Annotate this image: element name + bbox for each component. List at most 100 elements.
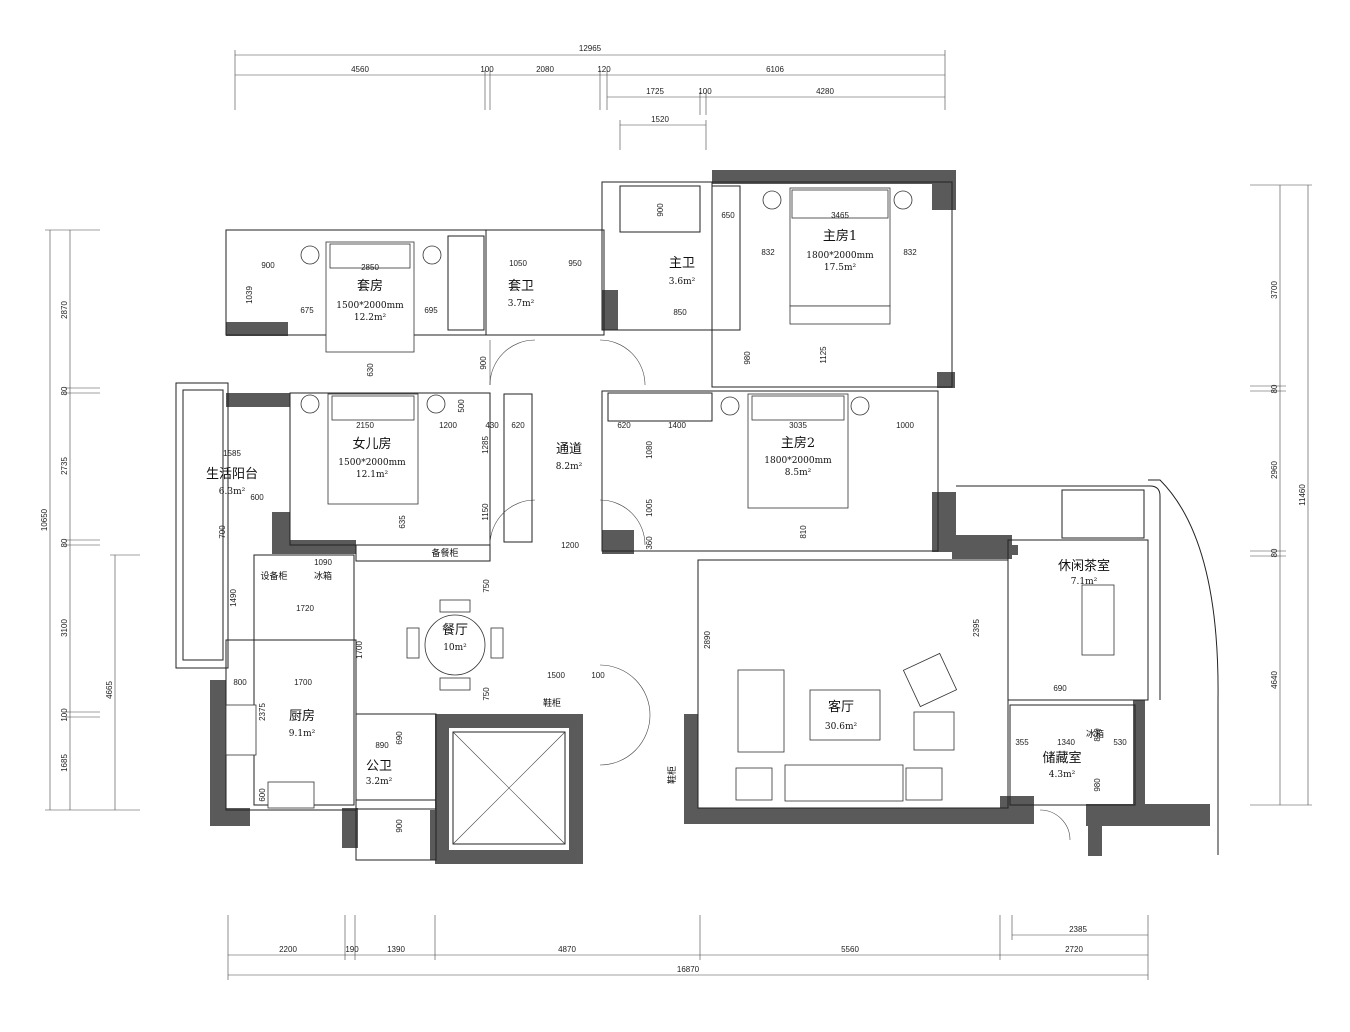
room-master1-name: 主房1 bbox=[823, 228, 857, 244]
dim-top-f: 1725 bbox=[646, 87, 664, 96]
inner-dim: 635 bbox=[398, 515, 407, 529]
room-dining-area: 10m² bbox=[443, 643, 467, 653]
dim-left-e: 3100 bbox=[60, 619, 69, 637]
label-hall-cabinet: 鞋柜 bbox=[666, 766, 678, 784]
inner-dim: 900 bbox=[479, 356, 488, 370]
inner-dim: 1090 bbox=[314, 558, 332, 567]
dim-bottom-g: 2385 bbox=[1069, 925, 1087, 934]
left-dimensions: 10650 2870 80 2735 80 3100 4665 100 1685 bbox=[40, 229, 140, 811]
room-storage-name: 储藏室 bbox=[1042, 750, 1081, 766]
label-fridge-2: 冰箱 bbox=[1086, 728, 1104, 740]
dim-bottom-e: 5560 bbox=[841, 945, 859, 954]
inner-dim: 950 bbox=[568, 259, 582, 268]
room-suite-area: 12.2m² bbox=[354, 313, 387, 323]
dim-bottom-d: 4870 bbox=[558, 945, 576, 954]
dim-right-b: 80 bbox=[1270, 384, 1279, 393]
inner-dim: 1125 bbox=[819, 346, 828, 364]
inner-dim: 700 bbox=[218, 525, 227, 539]
room-labels: 套房 1500*2000mm 12.2m² 套卫 3.7m² 主卫 3.6m² … bbox=[206, 228, 1110, 787]
inner-dim: 530 bbox=[1113, 738, 1127, 747]
furniture bbox=[225, 185, 1115, 845]
inner-dim: 980 bbox=[1093, 778, 1102, 792]
inner-dim: 600 bbox=[250, 493, 264, 502]
inner-dim: 1005 bbox=[645, 499, 654, 517]
inner-dim: 675 bbox=[300, 306, 314, 315]
inner-dim: 2395 bbox=[972, 619, 981, 637]
inner-dim: 1200 bbox=[561, 541, 579, 550]
inner-dim: 1490 bbox=[229, 589, 238, 607]
label-sideboard: 备餐柜 bbox=[431, 547, 458, 559]
room-public-bath-area: 3.2m² bbox=[366, 777, 393, 787]
dim-bottom-total: 16870 bbox=[677, 965, 700, 974]
inner-dim: 1500 bbox=[547, 671, 565, 680]
dim-left-c: 2735 bbox=[60, 457, 69, 475]
room-corridor-name: 通道 bbox=[556, 442, 582, 457]
room-balcony-name: 生活阳台 bbox=[206, 467, 258, 482]
room-tea-area: 7.1m² bbox=[1071, 577, 1098, 587]
inner-dim: 1200 bbox=[439, 421, 457, 430]
inner-dim: 850 bbox=[1093, 728, 1102, 742]
room-suite-bath-name: 套卫 bbox=[508, 278, 534, 294]
doors bbox=[489, 339, 1071, 841]
room-master1-area: 17.5m² bbox=[824, 263, 857, 273]
room-master-bath-area: 3.6m² bbox=[669, 277, 696, 287]
room-storage-area: 4.3m² bbox=[1049, 770, 1076, 780]
inner-dim: 360 bbox=[645, 536, 654, 550]
inner-dim: 3465 bbox=[831, 211, 849, 220]
room-balcony-area: 6.3m² bbox=[219, 487, 246, 497]
inner-dim: 900 bbox=[395, 819, 404, 833]
inner-dim: 1585 bbox=[223, 449, 241, 458]
dim-left-f: 4665 bbox=[105, 681, 114, 699]
inner-dim: 1039 bbox=[245, 286, 254, 304]
dim-left-a: 2870 bbox=[60, 301, 69, 319]
room-master2-area: 8.5m² bbox=[785, 468, 812, 478]
dim-bottom-c: 1390 bbox=[387, 945, 405, 954]
room-suite-name: 套房 bbox=[357, 278, 383, 294]
dim-left-b: 80 bbox=[60, 386, 69, 395]
inner-dim: 695 bbox=[424, 306, 438, 315]
dim-left-d: 80 bbox=[60, 538, 69, 547]
room-kitchen-name: 厨房 bbox=[289, 708, 315, 724]
bottom-dimensions: 2200 190 1390 4870 5560 2720 2385 16870 bbox=[227, 915, 1149, 980]
inner-dim: 750 bbox=[482, 579, 491, 593]
room-public-bath-name: 公卫 bbox=[366, 759, 392, 774]
room-corridor-area: 8.2m² bbox=[556, 462, 583, 472]
inner-dim: 630 bbox=[366, 363, 375, 377]
room-living-name: 客厅 bbox=[828, 699, 854, 715]
room-daughter-area: 12.1m² bbox=[356, 470, 389, 480]
room-master2-size: 1800*2000mm bbox=[764, 456, 832, 466]
inner-dim: 810 bbox=[799, 525, 808, 539]
inner-dim: 750 bbox=[482, 687, 491, 701]
dim-right-c: 2960 bbox=[1270, 461, 1279, 479]
label-fridge: 冰箱 bbox=[314, 570, 332, 582]
dim-right-total: 11460 bbox=[1298, 484, 1307, 506]
inner-dim: 620 bbox=[511, 421, 525, 430]
inner-dim: 832 bbox=[761, 248, 775, 257]
inner-dim: 850 bbox=[673, 308, 687, 317]
inner-dim: 2150 bbox=[356, 421, 374, 430]
dim-top-b: 100 bbox=[480, 65, 494, 74]
inner-dim: 430 bbox=[485, 421, 499, 430]
inner-dim: 1700 bbox=[355, 641, 364, 659]
walls bbox=[210, 170, 1210, 864]
inner-dim: 800 bbox=[233, 678, 247, 687]
room-daughter-size: 1500*2000mm bbox=[338, 458, 406, 468]
room-master2-name: 主房2 bbox=[781, 435, 815, 451]
inner-dim: 1000 bbox=[896, 421, 914, 430]
label-shoe-cabinet: 鞋柜 bbox=[543, 697, 561, 709]
dim-top-total: 12965 bbox=[579, 44, 602, 53]
inner-dim: 600 bbox=[258, 788, 267, 802]
dim-top-d: 120 bbox=[597, 65, 611, 74]
dim-bottom-f: 2720 bbox=[1065, 945, 1083, 954]
inner-dim: 1720 bbox=[296, 604, 314, 613]
inner-dim: 900 bbox=[261, 261, 275, 270]
inner-dim: 690 bbox=[1053, 684, 1067, 693]
inner-dim: 1050 bbox=[509, 259, 527, 268]
room-kitchen-area: 9.1m² bbox=[289, 729, 316, 739]
inner-dim: 900 bbox=[656, 203, 665, 217]
inner-dim: 620 bbox=[617, 421, 631, 430]
dim-top-e: 6106 bbox=[766, 65, 784, 74]
inner-dim: 1400 bbox=[668, 421, 686, 430]
dim-bottom-a: 2200 bbox=[279, 945, 297, 954]
